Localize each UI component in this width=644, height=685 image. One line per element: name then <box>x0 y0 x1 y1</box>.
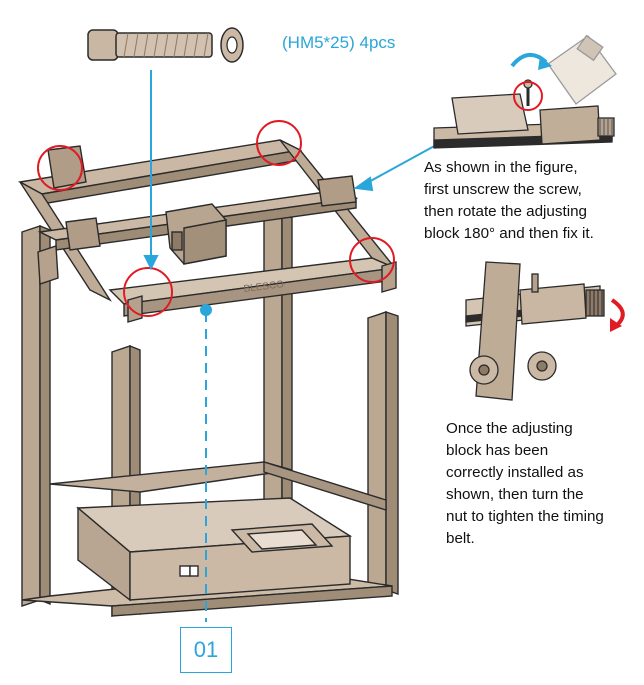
instruction-line: correctly installed as <box>446 464 584 481</box>
instruction-adjust-block: As shown in the figure, first unscrew th… <box>424 157 594 245</box>
highlight-circle-rear-left <box>37 145 83 191</box>
instruction-line: nut to tighten the timing <box>446 508 604 525</box>
highlight-circle-front-right <box>349 237 395 283</box>
leader-dot <box>200 304 212 316</box>
arrowhead-icon <box>353 176 374 192</box>
printer-frame <box>17 139 399 617</box>
highlight-circle-front-left <box>123 267 173 317</box>
instruction-tighten-belt: Once the adjusting block has been correc… <box>446 418 604 550</box>
instruction-line: block has been <box>446 442 549 459</box>
frame-brand-label: BLESCO <box>243 279 285 295</box>
detail-adjusting-block <box>433 34 617 149</box>
highlight-circle-detail-screw <box>513 81 543 111</box>
washer-icon <box>220 27 244 63</box>
highlight-circle-rear-right <box>256 120 302 166</box>
tighten-nut-arrow-icon <box>610 298 625 326</box>
instruction-line: belt. <box>446 530 475 547</box>
step-number-box: 01 <box>180 627 232 673</box>
instruction-line: As shown in the figure, <box>424 159 578 176</box>
screw-and-washer-parts <box>87 27 244 63</box>
instruction-line: Once the adjusting <box>446 420 573 437</box>
detail-belt-tensioner <box>465 261 605 401</box>
arrowhead-icon <box>538 56 552 70</box>
screw-spec: (HM5*25) <box>282 33 355 52</box>
arrowhead-icon <box>610 318 622 332</box>
highlight-circles <box>37 120 395 317</box>
instruction-line: then rotate the adjusting <box>424 203 587 220</box>
instruction-line: shown, then turn the <box>446 486 584 503</box>
hardware-spec-label: (HM5*25) 4pcs <box>282 33 395 53</box>
arrowhead-icon <box>143 255 159 271</box>
screw-quantity: 4pcs <box>359 33 396 52</box>
instruction-line: block 180° and then fix it. <box>424 225 594 242</box>
step-number: 01 <box>193 637 219 662</box>
instruction-line: first unscrew the screw, <box>424 181 582 198</box>
hm5-screw-icon <box>87 29 213 61</box>
